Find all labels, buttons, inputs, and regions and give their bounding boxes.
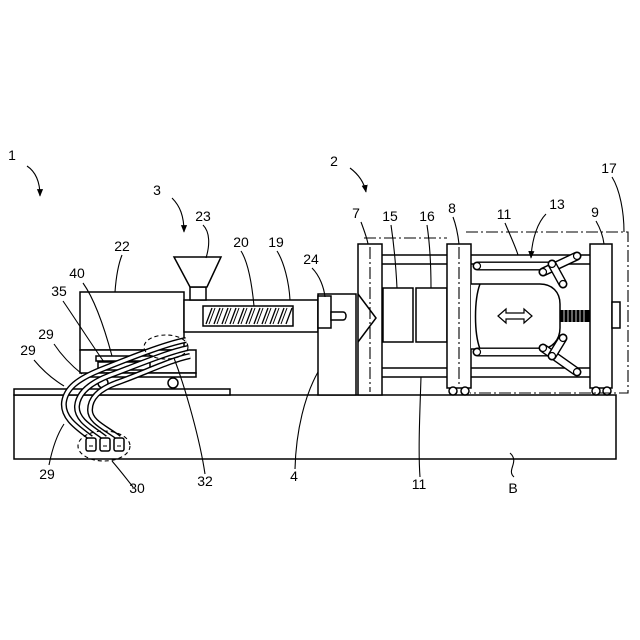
nozzle-tip: [331, 312, 346, 320]
cable-connector: [114, 438, 124, 451]
ref-numeral: 40: [69, 265, 85, 281]
nozzle: [318, 296, 331, 328]
toggle-pin: [549, 353, 556, 360]
leader-29-b: [34, 360, 64, 386]
leader-7: [361, 222, 368, 244]
leader-11-upper: [505, 223, 518, 255]
leader-23: [203, 225, 209, 258]
ref-numeral: 7: [352, 205, 360, 221]
rear-platen: [590, 244, 612, 388]
movable-mold: [416, 288, 447, 342]
injection-unit: [80, 257, 318, 388]
toggle-pin: [560, 281, 567, 288]
arrow-13: [531, 214, 546, 258]
stationary-mold: [383, 288, 413, 342]
arrow-3: [172, 198, 184, 232]
toggle-pin: [540, 269, 547, 276]
injection-base-plate: [14, 389, 230, 395]
ref-numeral: 29: [38, 326, 54, 342]
clamping-unit: [358, 232, 628, 395]
toggle-pin: [474, 263, 481, 270]
ref-numeral: 22: [114, 238, 130, 254]
drive-box: [80, 292, 184, 350]
ref-numeral: 4: [290, 468, 298, 484]
toggle-pin: [474, 349, 481, 356]
ref-numeral: 19: [268, 234, 284, 250]
toggle-pin: [574, 369, 581, 376]
ref-numeral: 29: [20, 342, 36, 358]
platen-wheel: [461, 387, 469, 395]
ref-numeral: 20: [233, 234, 249, 250]
ref-numeral: 11: [412, 476, 427, 492]
leader-8: [453, 217, 459, 244]
arrow-2: [350, 168, 366, 192]
hopper: [174, 257, 221, 287]
platen-wheel: [592, 387, 600, 395]
ball-screw: [560, 310, 590, 322]
rear-platen-boss: [612, 302, 620, 328]
ref-numeral: 30: [129, 480, 145, 496]
ref-numeral: 8: [448, 200, 456, 216]
ref-numeral: 2: [330, 153, 338, 169]
ref-numeral: 15: [382, 208, 398, 224]
toggle-pin: [574, 253, 581, 260]
arrow-1: [27, 166, 40, 196]
ref-numeral: 35: [51, 283, 67, 299]
ref-numeral: 16: [419, 208, 435, 224]
carriage-wheel: [168, 378, 178, 388]
leader-16: [427, 225, 431, 288]
ref-numeral: 29: [39, 466, 55, 482]
ref-numeral: 24: [303, 251, 319, 267]
leader-22: [115, 255, 122, 292]
ref-numeral: 3: [153, 182, 161, 198]
toggle-pin: [540, 345, 547, 352]
leader-20: [241, 251, 254, 306]
ref-numeral: 32: [197, 473, 213, 489]
ref-numeral: 11: [497, 206, 512, 222]
cable-connector: [100, 438, 110, 451]
toggle-pin: [560, 335, 567, 342]
toggle-pin: [549, 261, 556, 268]
ref-numeral: 1: [8, 147, 16, 163]
leader-17: [612, 177, 624, 232]
leader-19: [277, 251, 290, 300]
ref-numeral: B: [508, 480, 517, 496]
ref-numeral: 17: [601, 160, 617, 176]
hopper-neck: [190, 287, 206, 300]
platen-wheel: [449, 387, 457, 395]
leader-15: [391, 225, 397, 288]
ref-numeral: 9: [591, 204, 599, 220]
leader-29-a: [54, 344, 82, 374]
leader-24: [312, 268, 325, 297]
cable-connector: [86, 438, 96, 451]
ref-numeral: 23: [195, 208, 211, 224]
platen-wheel: [603, 387, 611, 395]
ref-numeral: 13: [549, 196, 565, 212]
